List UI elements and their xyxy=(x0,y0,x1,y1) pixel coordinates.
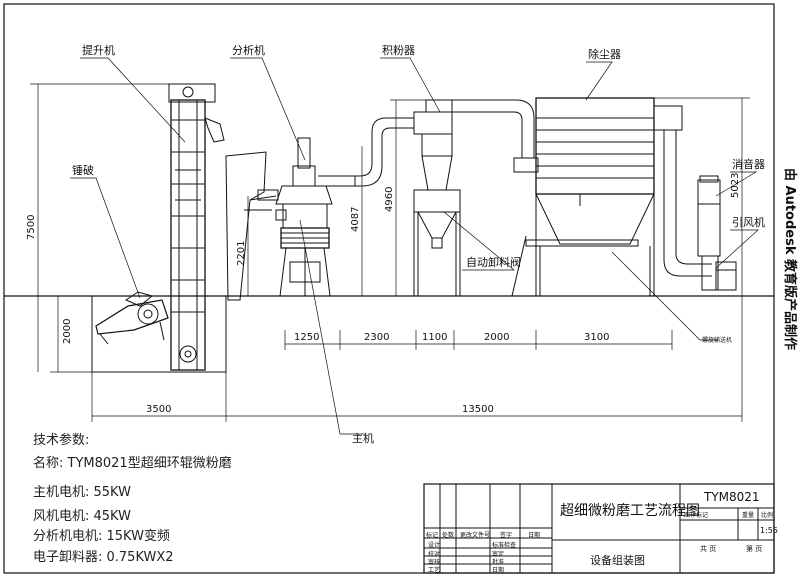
title-block xyxy=(423,483,775,574)
sub-title: 设备组装图 xyxy=(590,554,645,567)
dim-4960: 4960 xyxy=(384,187,395,212)
dim-2300: 2300 xyxy=(364,332,389,343)
row-mark: 标记 xyxy=(426,532,439,539)
row-review: 审定 xyxy=(492,551,505,558)
label-hammer-crusher: 锤破 xyxy=(72,163,94,177)
bag-dust-collector xyxy=(511,97,655,297)
col-sheet: 共 页 xyxy=(700,545,717,553)
col-weight: 重量 xyxy=(742,512,755,519)
dim-3500: 3500 xyxy=(146,404,171,415)
drawing-frame xyxy=(3,3,775,574)
dim-7500: 7500 xyxy=(26,215,37,240)
foundation-pit xyxy=(91,296,227,373)
row-date: 日期 xyxy=(528,532,541,539)
col-marker: 图样标记 xyxy=(684,512,709,519)
leader-lines xyxy=(70,57,759,435)
spec-classifier-motor: 分析机电机: 15KW变频 xyxy=(33,529,170,544)
scale-value: 1:55 xyxy=(760,526,778,535)
label-auto-valve: 自动卸料阀 xyxy=(466,255,521,269)
row-count: 处数 xyxy=(442,532,455,539)
silencer xyxy=(697,175,721,257)
row-sign: 签字 xyxy=(500,532,513,539)
row-doc: 更改文件号 xyxy=(460,532,491,539)
outlet-duct xyxy=(653,105,712,277)
duct-cyclone-to-collector xyxy=(452,99,539,173)
spec-main-motor: 主机电机: 55KW xyxy=(33,485,131,500)
col-page: 第 页 xyxy=(746,545,763,553)
label-fan: 引风机 xyxy=(732,215,765,229)
induced-fan xyxy=(701,255,737,291)
dim-3100: 3100 xyxy=(584,332,609,343)
feed-hopper xyxy=(225,151,279,301)
label-classifier: 分析机 xyxy=(232,43,265,57)
duct-classifier-to-cyclone xyxy=(318,117,414,187)
label-dust-collector: 除尘器 xyxy=(588,47,621,61)
label-main-mill: 主机 xyxy=(352,431,374,445)
dim-1100: 1100 xyxy=(422,332,447,343)
row-std: 标准检查 xyxy=(492,542,517,549)
dim-13500: 13500 xyxy=(462,404,494,415)
side-note: 由 Autodesk 教育版产品制作 xyxy=(782,168,798,350)
row-process: 工艺 xyxy=(428,567,441,574)
bucket-elevator xyxy=(168,83,225,371)
row-audit: 审核 xyxy=(428,559,441,566)
component-labels: 提升机 分析机 积粉器 除尘器 锤破 消音器 引风机 自动卸料阀 主机 螺旋输送… xyxy=(72,43,765,445)
label-silencer: 消音器 xyxy=(732,157,765,171)
col-scale: 比例 xyxy=(761,512,774,519)
dimension-values: 7500 2000 2201 4087 4960 5023 1250 2300 … xyxy=(26,173,741,415)
spec-name: 名称: TYM8021型超细环辊微粉磨 xyxy=(33,456,232,471)
spec-heading: 技术参数: xyxy=(33,433,90,448)
spec-fan-motor: 风机电机: 45KW xyxy=(33,509,131,524)
dim-2201: 2201 xyxy=(236,241,247,266)
row-check: 校对 xyxy=(428,551,441,558)
main-mill xyxy=(275,137,333,297)
row-design: 设计 xyxy=(428,542,441,549)
drawing-title: 超细微粉磨工艺流程图 xyxy=(560,503,700,519)
row-approve: 批准 xyxy=(492,559,505,566)
hammer-crusher xyxy=(95,291,169,345)
label-cyclone: 积粉器 xyxy=(382,44,415,57)
dim-2000: 2000 xyxy=(484,332,509,343)
spec-discharger: 电子卸料器: 0.75KWX2 xyxy=(33,550,174,565)
cyclone-collector xyxy=(413,99,461,296)
dim-2000-left: 2000 xyxy=(62,319,73,344)
drawing-number: TYM8021 xyxy=(704,490,760,504)
dimension-lines xyxy=(30,83,750,422)
label-elevator: 提升机 xyxy=(82,43,115,57)
dim-4087: 4087 xyxy=(350,207,361,232)
dim-1250: 1250 xyxy=(294,332,319,343)
label-small-note: 螺旋输送机 xyxy=(702,336,732,344)
row-date2: 日期 xyxy=(492,567,505,574)
dim-5023: 5023 xyxy=(730,173,741,198)
